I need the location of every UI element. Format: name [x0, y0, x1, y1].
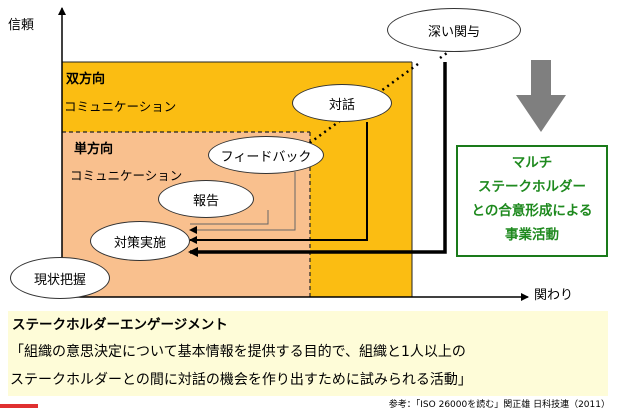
node-situation: 現状把握	[10, 257, 110, 299]
one-way-label-line2: コミュニケーション	[70, 168, 183, 183]
two-way-label-line2: コミュニケーション	[64, 99, 177, 114]
x-axis-label: 関わり	[534, 288, 574, 303]
definition-line-2: ステークホルダーとの間に対話の機会を作り出すために試みられる活動」	[10, 372, 472, 388]
deep-to-measures-arrow	[188, 62, 447, 257]
result-box: マルチ ステークホルダー との合意形成による 事業活動	[456, 145, 608, 257]
definition-box	[8, 311, 608, 396]
node-dialogue: 対話	[292, 84, 392, 122]
node-deep-involvement: 深い関与	[387, 8, 521, 52]
feedback-to-measures-arrow	[189, 172, 296, 234]
reference-note: 参考：「ISO 26000を読む」関正雄 日科技連（2011）	[388, 400, 610, 410]
result-line-4: 事業活動	[505, 227, 559, 243]
node-measures: 対策実施	[90, 221, 190, 261]
node-feedback: フィードバック	[208, 136, 324, 174]
red-accent-mark	[0, 404, 38, 408]
big-down-arrow	[516, 60, 566, 132]
dialogue-to-measures-arrow	[189, 122, 368, 244]
definition-title: ステークホルダーエンゲージメント	[12, 317, 228, 333]
one-way-label-line1: 単方向	[74, 142, 114, 157]
result-line-1: マルチ	[511, 155, 553, 171]
y-axis-label: 信頼	[8, 18, 35, 33]
definition-line-1: 「組織の意思決定について基本情報を提供する目的で、組織と1人以上の	[10, 344, 466, 360]
result-line-3: との合意形成による	[471, 203, 593, 219]
node-report: 報告	[158, 180, 254, 218]
result-line-2: ステークホルダー	[478, 179, 586, 195]
two-way-label-line1: 双方向	[66, 72, 106, 87]
report-to-measures-arrow	[190, 210, 269, 225]
